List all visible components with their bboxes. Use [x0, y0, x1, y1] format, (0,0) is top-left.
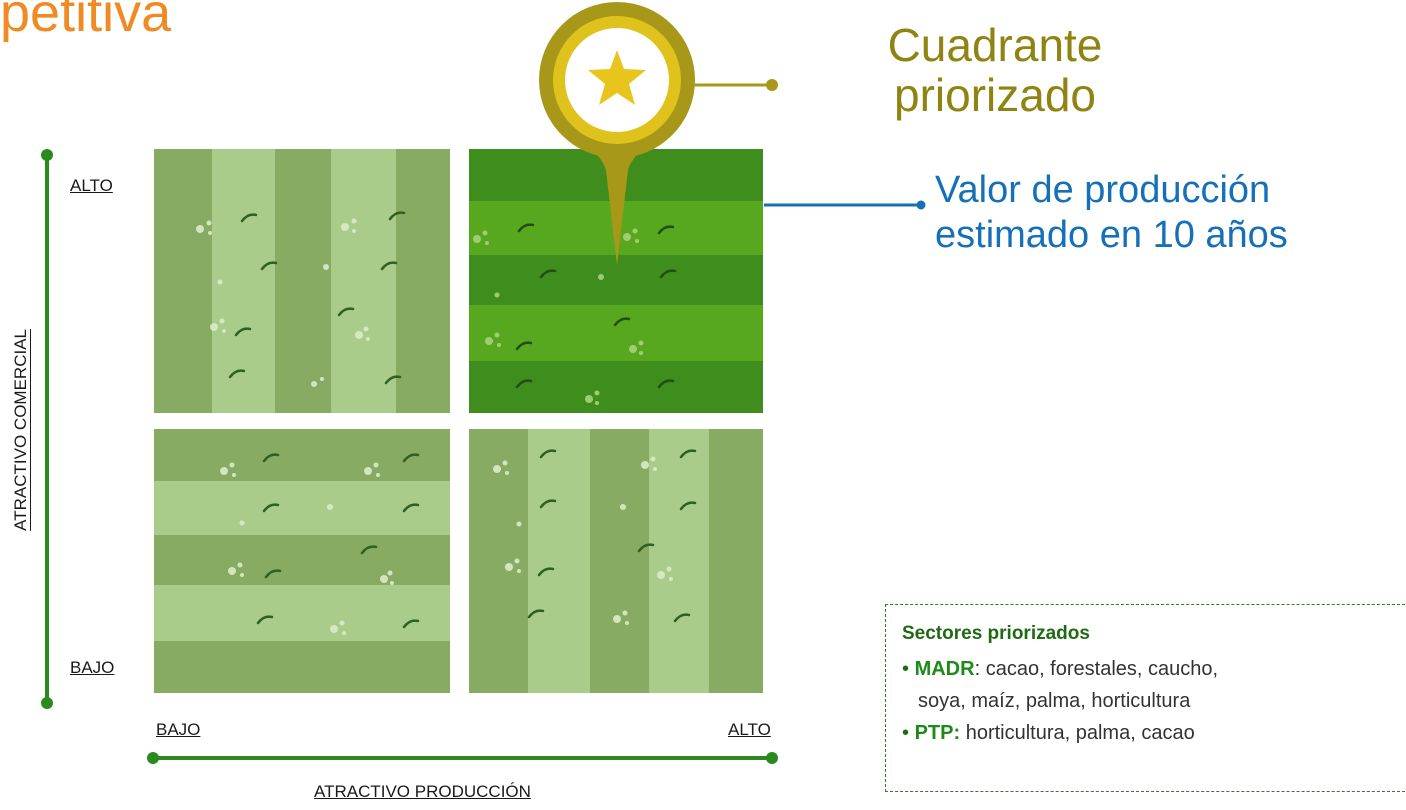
- callout-title: Cuadrante priorizado: [845, 20, 1145, 120]
- map-pin-icon: [539, 2, 695, 265]
- y-axis-bottom-dot: [41, 697, 53, 709]
- y-axis-low-label: BAJO: [70, 658, 115, 677]
- x-axis-left-dot: [147, 752, 159, 764]
- x-axis-low-label: BAJO: [156, 720, 201, 739]
- bullet-icon: •: [902, 658, 910, 680]
- sectors-title: Sectores priorizados: [902, 623, 1090, 644]
- sector-item-madr-continued: soya, maíz, palma, horticultura: [918, 690, 1191, 712]
- sectors-box: Sectores priorizados • MADR: cacao, fore…: [885, 604, 1405, 792]
- sector-list: horticultura, palma, cacao: [960, 722, 1195, 744]
- x-axis-right-dot: [766, 752, 778, 764]
- callout-subtitle-line1: Valor de producción: [935, 169, 1271, 211]
- callout-subtitle: Valor de producción estimado en 10 años: [935, 168, 1288, 258]
- callout-title-text: Cuadrante priorizado: [887, 19, 1103, 121]
- sector-separator: :: [974, 658, 981, 680]
- callout-subtitle-line2: estimado en 10 años: [935, 214, 1288, 256]
- y-axis-high-label: ALTO: [70, 176, 113, 195]
- star-icon: [588, 50, 646, 105]
- quadrant-prioritized: [469, 149, 763, 413]
- x-axis-high-label: ALTO: [728, 720, 771, 739]
- sector-list: cacao, forestales, caucho,: [980, 658, 1219, 680]
- quadrant-high-commercial-low-production: [154, 149, 450, 413]
- y-axis-top-dot: [41, 149, 53, 161]
- x-axis-title: ATRACTIVO PRODUCCIÓN: [314, 782, 531, 801]
- sector-name: PTP:: [914, 722, 961, 744]
- pin-connector-dot: [766, 79, 778, 91]
- sector-item-madr: • MADR: cacao, forestales, caucho,: [902, 653, 1405, 685]
- sector-item-ptp: • PTP: horticultura, palma, cacao: [902, 717, 1405, 749]
- bullet-icon: •: [902, 722, 910, 744]
- sector-name: MADR: [914, 658, 975, 680]
- quadrant-low-commercial-high-production: [469, 429, 763, 693]
- subtitle-connector-dot: [916, 200, 926, 210]
- page-title-fragment: petitiva: [0, 0, 172, 43]
- quadrant-low-commercial-low-production: [154, 429, 450, 693]
